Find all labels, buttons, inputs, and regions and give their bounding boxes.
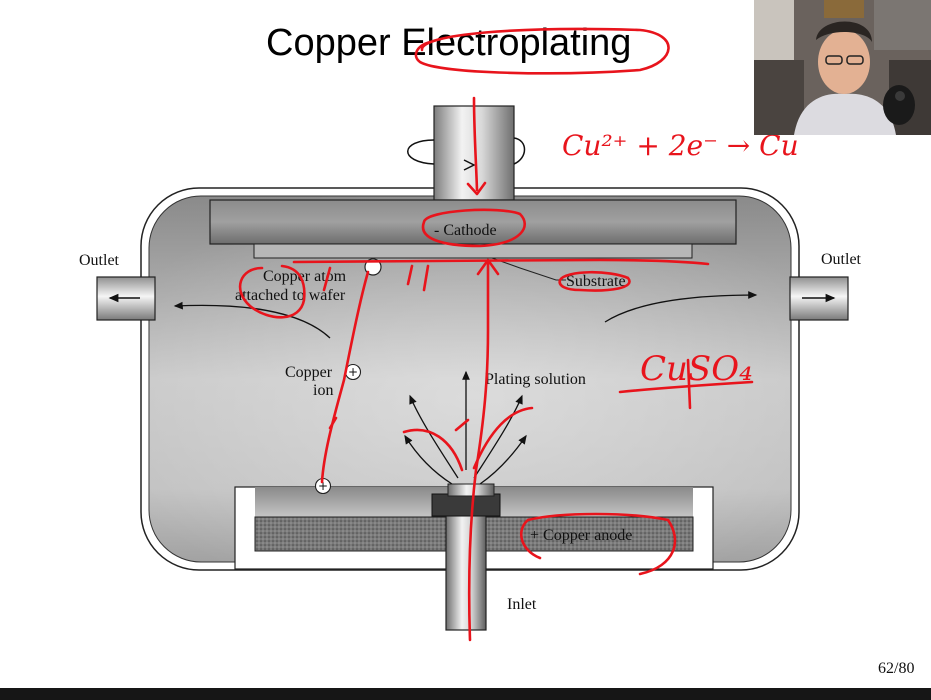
inlet-pipe xyxy=(431,483,501,631)
cathode-plate xyxy=(209,199,737,245)
outlet-pipe-left xyxy=(96,276,156,321)
copper-ion-label-line1: Copper xyxy=(285,364,333,381)
svg-text:+: + xyxy=(318,479,328,493)
bottom-bar xyxy=(0,688,931,700)
rotation-arrow-icon xyxy=(407,137,526,171)
copper-ion-label-line2: ion xyxy=(313,382,333,399)
flow-arrows xyxy=(173,291,758,339)
presenter-webcam xyxy=(754,0,931,135)
copper-atom-label-line1: Copper atom xyxy=(263,268,347,285)
outlet-left-label: Outlet xyxy=(79,252,120,269)
outlet-right-label: Outlet xyxy=(821,251,862,268)
page-number: 62/80 xyxy=(878,660,915,677)
plating-solution-label: Plating solution xyxy=(485,371,586,388)
cathode-label: - Cathode xyxy=(434,222,497,239)
substrate-wafer xyxy=(253,243,693,259)
copper-atom-label-line2: attached to wafer xyxy=(235,287,346,304)
chamber xyxy=(140,187,800,571)
inlet-label: Inlet xyxy=(507,596,537,613)
presenter-video-icon xyxy=(754,0,931,135)
substrate-label: Substrate xyxy=(566,273,626,290)
copper-atom-icon xyxy=(364,258,382,276)
outlet-pipe-right xyxy=(789,276,849,321)
plating-solution-jets xyxy=(404,370,527,485)
copper-anode-label: + Copper anode xyxy=(530,527,632,544)
svg-text:+: + xyxy=(348,365,358,379)
